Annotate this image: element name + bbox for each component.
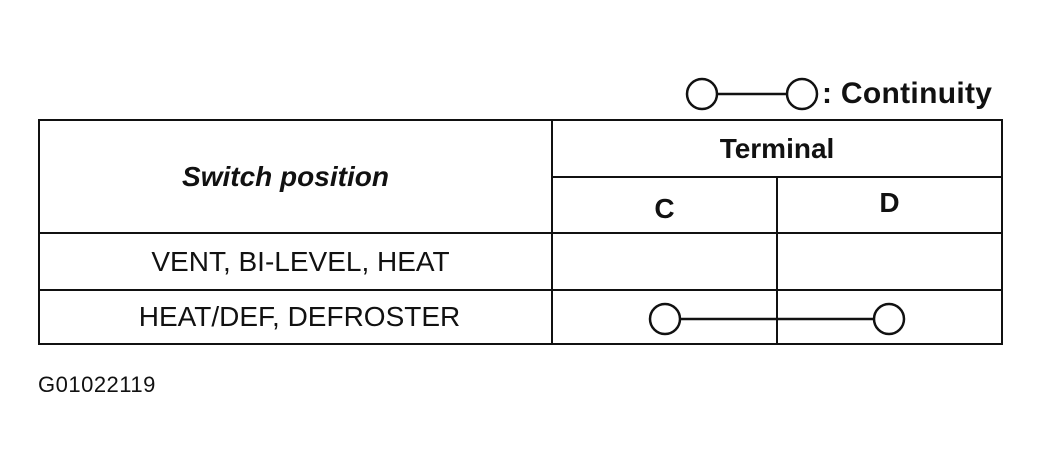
continuity-legend-label: : Continuity (822, 77, 993, 110)
row-divider (40, 289, 1001, 291)
continuity-table: Switch position Terminal C D VENT, BI-LE… (38, 119, 1003, 345)
terminal-c-label: C (654, 193, 675, 224)
header-divider-terminal (551, 176, 1001, 178)
header-switch-position: Switch position (40, 121, 551, 232)
header-terminal-d: D (778, 178, 1001, 232)
row-position-label: VENT, BI-LEVEL, HEAT (151, 245, 450, 277)
header-terminal: Terminal (553, 121, 1001, 176)
column-divider-terminals (776, 177, 778, 343)
continuity-legend: : Continuity (684, 74, 992, 114)
terminal-d-label: D (879, 187, 900, 218)
header-switch-position-label: Switch position (182, 160, 389, 192)
header-terminal-c: C (553, 178, 776, 232)
table-row: VENT, BI-LEVEL, HEAT (40, 234, 551, 289)
header-bottom-divider (40, 232, 1001, 234)
continuity-symbol-icon (685, 77, 819, 111)
row-position-label: HEAT/DEF, DEFROSTER (138, 301, 461, 332)
figure-code: G01022119 (38, 372, 156, 397)
row1-terminal-d-cell (778, 234, 1001, 289)
row1-terminal-c-cell (553, 234, 776, 289)
table-row: HEAT/DEF, DEFROSTER (40, 291, 551, 343)
header-terminal-label: Terminal (719, 132, 835, 164)
